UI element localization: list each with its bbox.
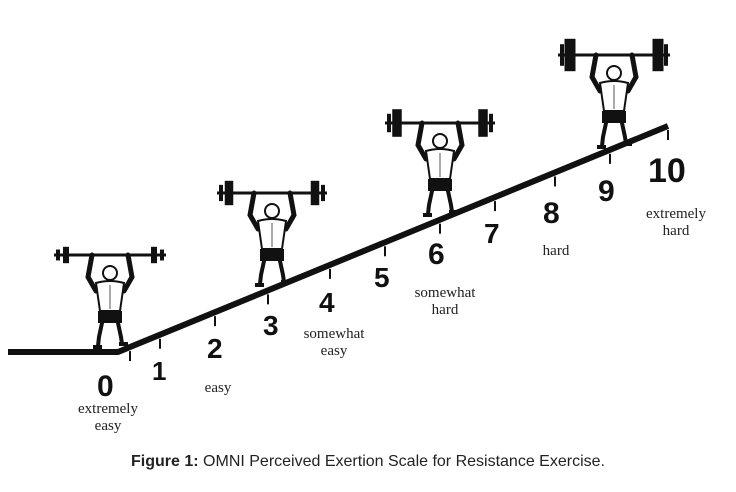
barbell-plate	[310, 180, 320, 206]
level-number-9: 9	[598, 175, 615, 208]
barbell-collar	[160, 249, 164, 261]
barbell-plate	[564, 38, 576, 72]
level-label-2: easy	[204, 380, 232, 396]
figure-caption: Figure 1: OMNI Perceived Exertion Scale …	[0, 453, 736, 471]
lifter-head	[606, 65, 622, 81]
barbell-collar	[387, 113, 391, 133]
lifter-figure-4	[558, 38, 670, 149]
level-label-10: extremely hard	[646, 206, 706, 239]
level-number-8: 8	[543, 197, 560, 230]
scale-ticks	[129, 130, 669, 362]
level-label-6: somewhat hard	[414, 285, 476, 318]
lifter-figure-3	[385, 109, 495, 217]
level-number-1: 1	[152, 356, 167, 386]
lifter-figure-1	[54, 246, 166, 349]
lifter-shorts	[428, 179, 452, 191]
lifter-figures	[54, 38, 670, 349]
lifter-shorts	[260, 249, 284, 261]
barbell-collar	[664, 44, 668, 66]
level-number-5: 5	[374, 262, 390, 293]
level-label-4: somewhat easy	[303, 326, 365, 359]
caption-text: OMNI Perceived Exertion Scale for Resist…	[198, 453, 605, 470]
lifter-figure-2	[217, 180, 327, 287]
level-number-4: 4	[319, 287, 335, 318]
scale-ramp-line	[8, 123, 670, 355]
level-number-6: 6	[428, 238, 445, 271]
barbell-plate	[63, 246, 69, 264]
barbell-plate	[224, 180, 234, 206]
barbell-collar	[489, 113, 493, 133]
barbell-plate	[478, 109, 488, 137]
lifter-head	[264, 203, 280, 219]
barbell-plate	[652, 38, 664, 72]
level-label-0: extremely easy	[78, 401, 138, 434]
barbell-plate	[151, 246, 157, 264]
level-number-10: 10	[648, 152, 686, 190]
level-label-8: hard	[542, 243, 570, 259]
barbell-plate	[392, 109, 402, 137]
barbell-collar	[56, 249, 60, 261]
caption-prefix: Figure 1:	[131, 453, 199, 470]
barbell-collar	[560, 44, 564, 66]
level-number-2: 2	[207, 333, 223, 364]
lifter-shorts	[602, 111, 626, 123]
barbell-collar	[219, 184, 223, 202]
lifter-head	[432, 133, 448, 149]
level-number-3: 3	[263, 310, 279, 341]
barbell-collar	[321, 184, 325, 202]
level-number-0: 0	[97, 370, 114, 403]
lifter-head	[102, 265, 118, 281]
level-number-7: 7	[484, 218, 500, 249]
lifter-shorts	[98, 311, 122, 323]
